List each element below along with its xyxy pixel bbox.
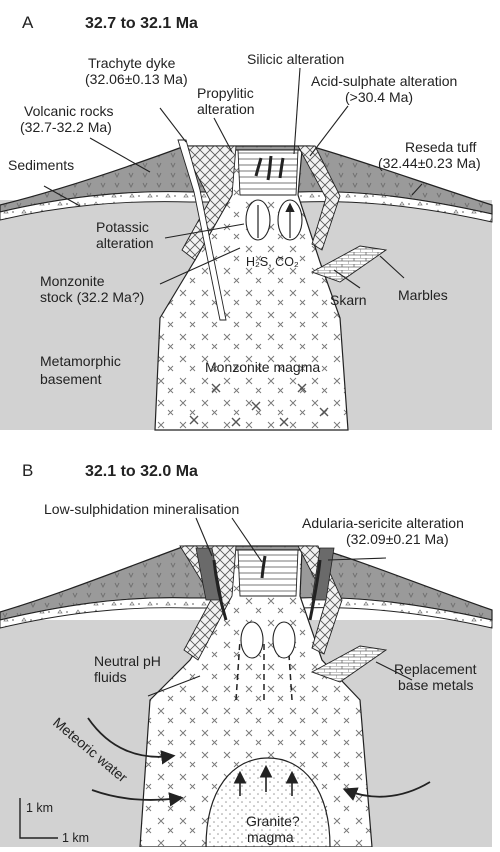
label-marbles: Marbles bbox=[398, 287, 448, 303]
label-skarn: Skarn bbox=[330, 292, 367, 308]
label-silicic: Silicic alteration bbox=[247, 51, 344, 67]
label-adularia-1: Adularia-sericite alteration bbox=[302, 515, 464, 531]
label-acid-1: Acid-sulphate alteration bbox=[311, 73, 457, 89]
label-propylitic-1: Propylitic bbox=[197, 85, 254, 101]
label-metamorphic-1: Metamorphic bbox=[40, 353, 121, 369]
label-trachyte-1: Trachyte dyke bbox=[88, 55, 176, 71]
label-monzonite-stock-1: Monzonite bbox=[40, 273, 105, 289]
label-granite-2: magma bbox=[247, 829, 294, 845]
label-monzonite-magma: Monzonite magma bbox=[205, 359, 320, 375]
label-neutral-2: fluids bbox=[94, 669, 127, 685]
label-metamorphic-2: basement bbox=[40, 371, 102, 387]
label-granite-1: Granite? bbox=[246, 813, 300, 829]
panel-a-title: 32.7 to 32.1 Ma bbox=[85, 15, 198, 32]
label-adularia-2: (32.09±0.21 Ma) bbox=[346, 531, 449, 547]
acid-sulphate-cap-b bbox=[238, 550, 298, 596]
label-gases: H₂S, CO₂ bbox=[246, 255, 299, 269]
label-acid-2: (>30.4 Ma) bbox=[345, 89, 413, 105]
label-replacement-1: Replacement bbox=[394, 661, 477, 677]
label-potassic-2: alteration bbox=[96, 235, 154, 251]
label-potassic-1: Potassic bbox=[96, 219, 149, 235]
label-trachyte-2: (32.06±0.13 Ma) bbox=[85, 71, 188, 87]
label-volcanic-1: Volcanic rocks bbox=[24, 103, 113, 119]
label-volcanic-2: (32.7-32.2 Ma) bbox=[20, 119, 112, 135]
label-sediments: Sediments bbox=[8, 157, 74, 173]
label-scale-h: 1 km bbox=[62, 831, 89, 845]
panel-b-title: 32.1 to 32.0 Ma bbox=[85, 463, 198, 480]
label-neutral-1: Neutral pH bbox=[94, 653, 161, 669]
label-monzonite-stock-2: stock (32.2 Ma?) bbox=[40, 289, 144, 305]
panel-b-letter: B bbox=[22, 461, 33, 480]
panel-b: B 32.1 to 32.0 Ma bbox=[0, 461, 492, 847]
panel-a-letter: A bbox=[22, 13, 34, 32]
panel-a: A 32.7 to 32.1 Ma bbox=[0, 13, 492, 430]
label-low-sulph: Low-sulphidation mineralisation bbox=[44, 501, 239, 517]
label-reseda-2: (32.44±0.23 Ma) bbox=[378, 155, 481, 171]
label-propylitic-2: alteration bbox=[197, 101, 255, 117]
label-reseda-1: Reseda tuff bbox=[405, 139, 476, 155]
label-replacement-2: base metals bbox=[398, 677, 473, 693]
label-scale-v: 1 km bbox=[26, 801, 53, 815]
